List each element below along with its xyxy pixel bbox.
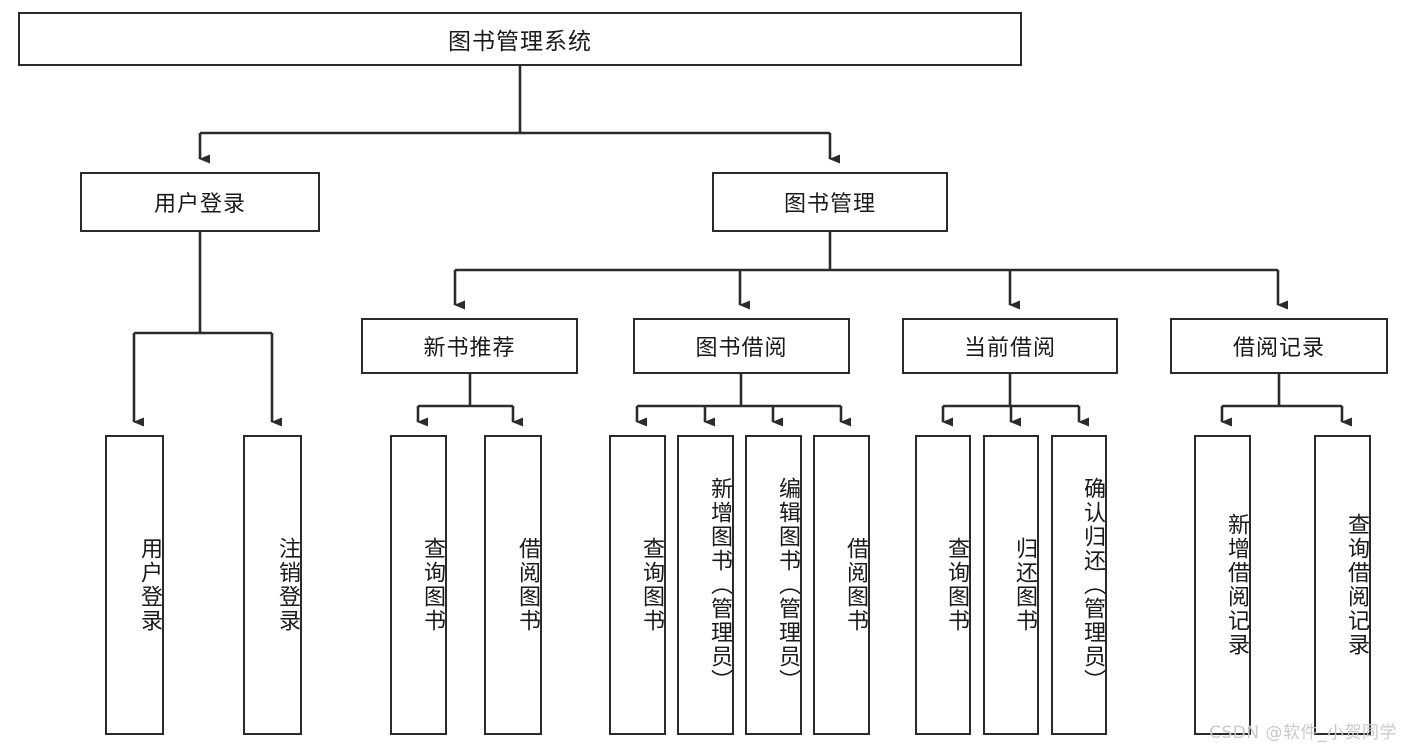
- node-leaf-edit-book-label: 编辑图书（管理员）: [775, 477, 800, 693]
- node-book-manage[interactable]: 图书管理: [712, 172, 948, 232]
- node-leaf-user-login-label: 用户登录: [137, 537, 162, 633]
- watermark: CSDN @软件_小贺同学: [1209, 723, 1397, 743]
- node-root-label: 图书管理系统: [448, 29, 592, 55]
- node-leaf-query-book-2[interactable]: 查询图书: [609, 435, 666, 735]
- node-current-borrow-label: 当前借阅: [963, 336, 1056, 361]
- node-leaf-add-record[interactable]: 新增借阅记录: [1194, 435, 1251, 735]
- node-borrow-record[interactable]: 借阅记录: [1170, 318, 1388, 374]
- node-leaf-return-book[interactable]: 归还图书: [983, 435, 1039, 735]
- node-leaf-return-book-label: 归还图书: [1012, 537, 1037, 633]
- node-root[interactable]: 图书管理系统: [18, 12, 1022, 66]
- node-book-borrow[interactable]: 图书借阅: [633, 318, 850, 374]
- node-leaf-edit-book[interactable]: 编辑图书（管理员）: [745, 435, 802, 735]
- node-book-borrow-label: 图书借阅: [695, 336, 788, 361]
- node-leaf-user-login[interactable]: 用户登录: [105, 435, 164, 735]
- node-user-login[interactable]: 用户登录: [80, 172, 320, 232]
- node-leaf-confirm-return[interactable]: 确认归还（管理员）: [1051, 435, 1107, 735]
- node-leaf-logout-label: 注销登录: [275, 537, 300, 633]
- node-leaf-query-book-3-label: 查询图书: [944, 537, 969, 633]
- node-leaf-add-book[interactable]: 新增图书（管理员）: [677, 435, 734, 735]
- node-new-book-recommend[interactable]: 新书推荐: [361, 318, 578, 374]
- node-leaf-add-record-label: 新增借阅记录: [1224, 513, 1249, 657]
- node-leaf-query-record-label: 查询借阅记录: [1344, 513, 1369, 657]
- node-leaf-query-book-1-label: 查询图书: [420, 537, 445, 633]
- node-borrow-record-label: 借阅记录: [1232, 336, 1325, 361]
- node-leaf-borrow-book-1[interactable]: 借阅图书: [484, 435, 542, 735]
- node-leaf-borrow-book-2[interactable]: 借阅图书: [813, 435, 870, 735]
- node-leaf-query-book-3[interactable]: 查询图书: [915, 435, 971, 735]
- node-leaf-logout[interactable]: 注销登录: [243, 435, 302, 735]
- node-leaf-borrow-book-1-label: 借阅图书: [515, 537, 540, 633]
- node-current-borrow[interactable]: 当前借阅: [902, 318, 1118, 374]
- node-user-login-label: 用户登录: [153, 192, 246, 217]
- node-leaf-query-book-2-label: 查询图书: [639, 537, 664, 633]
- node-book-manage-label: 图书管理: [783, 192, 876, 217]
- node-leaf-query-book-1[interactable]: 查询图书: [390, 435, 447, 735]
- node-leaf-confirm-return-label: 确认归还（管理员）: [1080, 477, 1105, 693]
- node-leaf-query-record[interactable]: 查询借阅记录: [1314, 435, 1371, 735]
- node-new-book-recommend-label: 新书推荐: [423, 336, 516, 361]
- node-leaf-add-book-label: 新增图书（管理员）: [707, 477, 732, 693]
- node-leaf-borrow-book-2-label: 借阅图书: [843, 537, 868, 633]
